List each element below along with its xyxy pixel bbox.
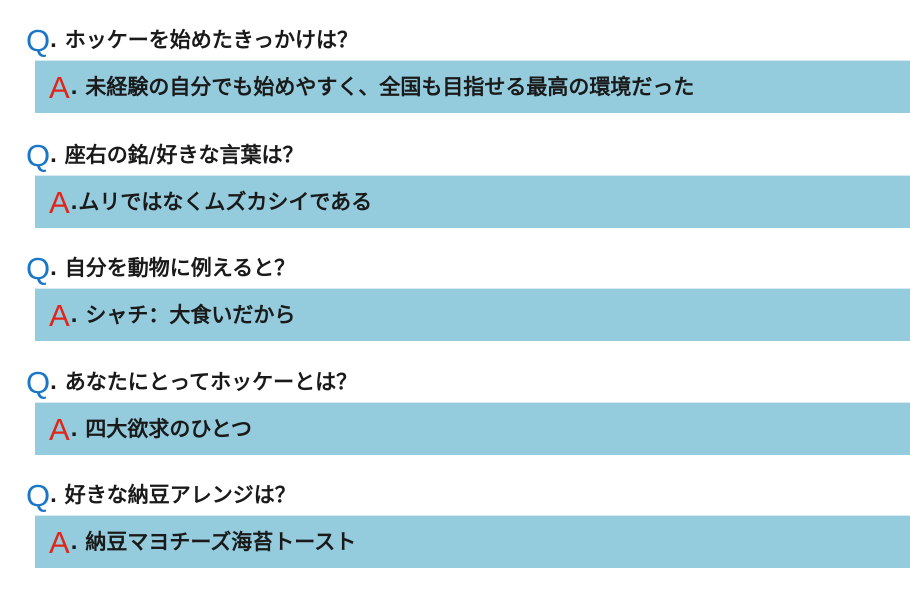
- answer-text: 四大欲求のひとつ: [85, 416, 252, 441]
- answer-text: シャチ：大食いだから: [85, 302, 296, 327]
- answer-marker-dot: .: [70, 188, 78, 215]
- question-marker: Q: [26, 364, 50, 400]
- answer-marker-dot: .: [70, 301, 78, 328]
- question-row: Q . 好きな納豆アレンジは？: [26, 475, 296, 515]
- question-row: Q . あなたにとってホッケーとは？: [26, 362, 357, 402]
- answer-marker-dot: .: [70, 528, 78, 555]
- answer-box: A . ムリではなくムズカシイである: [35, 175, 910, 228]
- question-text: 好きな納豆アレンジは？: [64, 482, 296, 507]
- question-row: Q . 座右の銘/好きな言葉は？: [26, 135, 303, 175]
- answer-marker-dot: .: [70, 415, 78, 442]
- question-text: 座右の銘/好きな言葉は？: [64, 142, 304, 167]
- answer-marker: A: [49, 69, 70, 105]
- answer-box: A . 納豆マヨチーズ海苔トースト: [35, 515, 910, 568]
- question-marker: Q: [26, 22, 50, 58]
- answer-marker: A: [49, 524, 70, 560]
- answer-text: ムリではなくムズカシイである: [78, 189, 373, 214]
- question-marker-dot: .: [50, 368, 57, 395]
- answer-box: A . シャチ：大食いだから: [35, 288, 910, 341]
- question-text: ホッケーを始めたきっかけは？: [64, 27, 358, 52]
- question-marker-dot: .: [50, 141, 57, 168]
- question-marker-dot: .: [50, 26, 57, 53]
- answer-marker: A: [49, 297, 70, 333]
- question-text: あなたにとってホッケーとは？: [64, 369, 358, 394]
- answer-marker-dot: .: [70, 73, 78, 100]
- question-row: Q . 自分を動物に例えると？: [26, 248, 295, 288]
- answer-text: 納豆マヨチーズ海苔トースト: [85, 529, 357, 554]
- answer-text: 未経験の自分でも始めやすく、全国も目指せる最高の環境だった: [85, 74, 695, 99]
- question-marker: Q: [26, 250, 50, 286]
- question-marker-dot: .: [50, 481, 57, 508]
- answer-marker: A: [49, 184, 70, 220]
- question-text: 自分を動物に例えると？: [64, 255, 296, 280]
- answer-box: A . 未経験の自分でも始めやすく、全国も目指せる最高の環境だった: [35, 60, 910, 113]
- question-marker-dot: .: [50, 254, 57, 281]
- question-marker: Q: [26, 477, 50, 513]
- answer-box: A . 四大欲求のひとつ: [35, 402, 910, 455]
- question-marker: Q: [26, 137, 50, 173]
- answer-marker: A: [49, 411, 70, 447]
- question-row: Q . ホッケーを始めたきっかけは？: [26, 20, 358, 60]
